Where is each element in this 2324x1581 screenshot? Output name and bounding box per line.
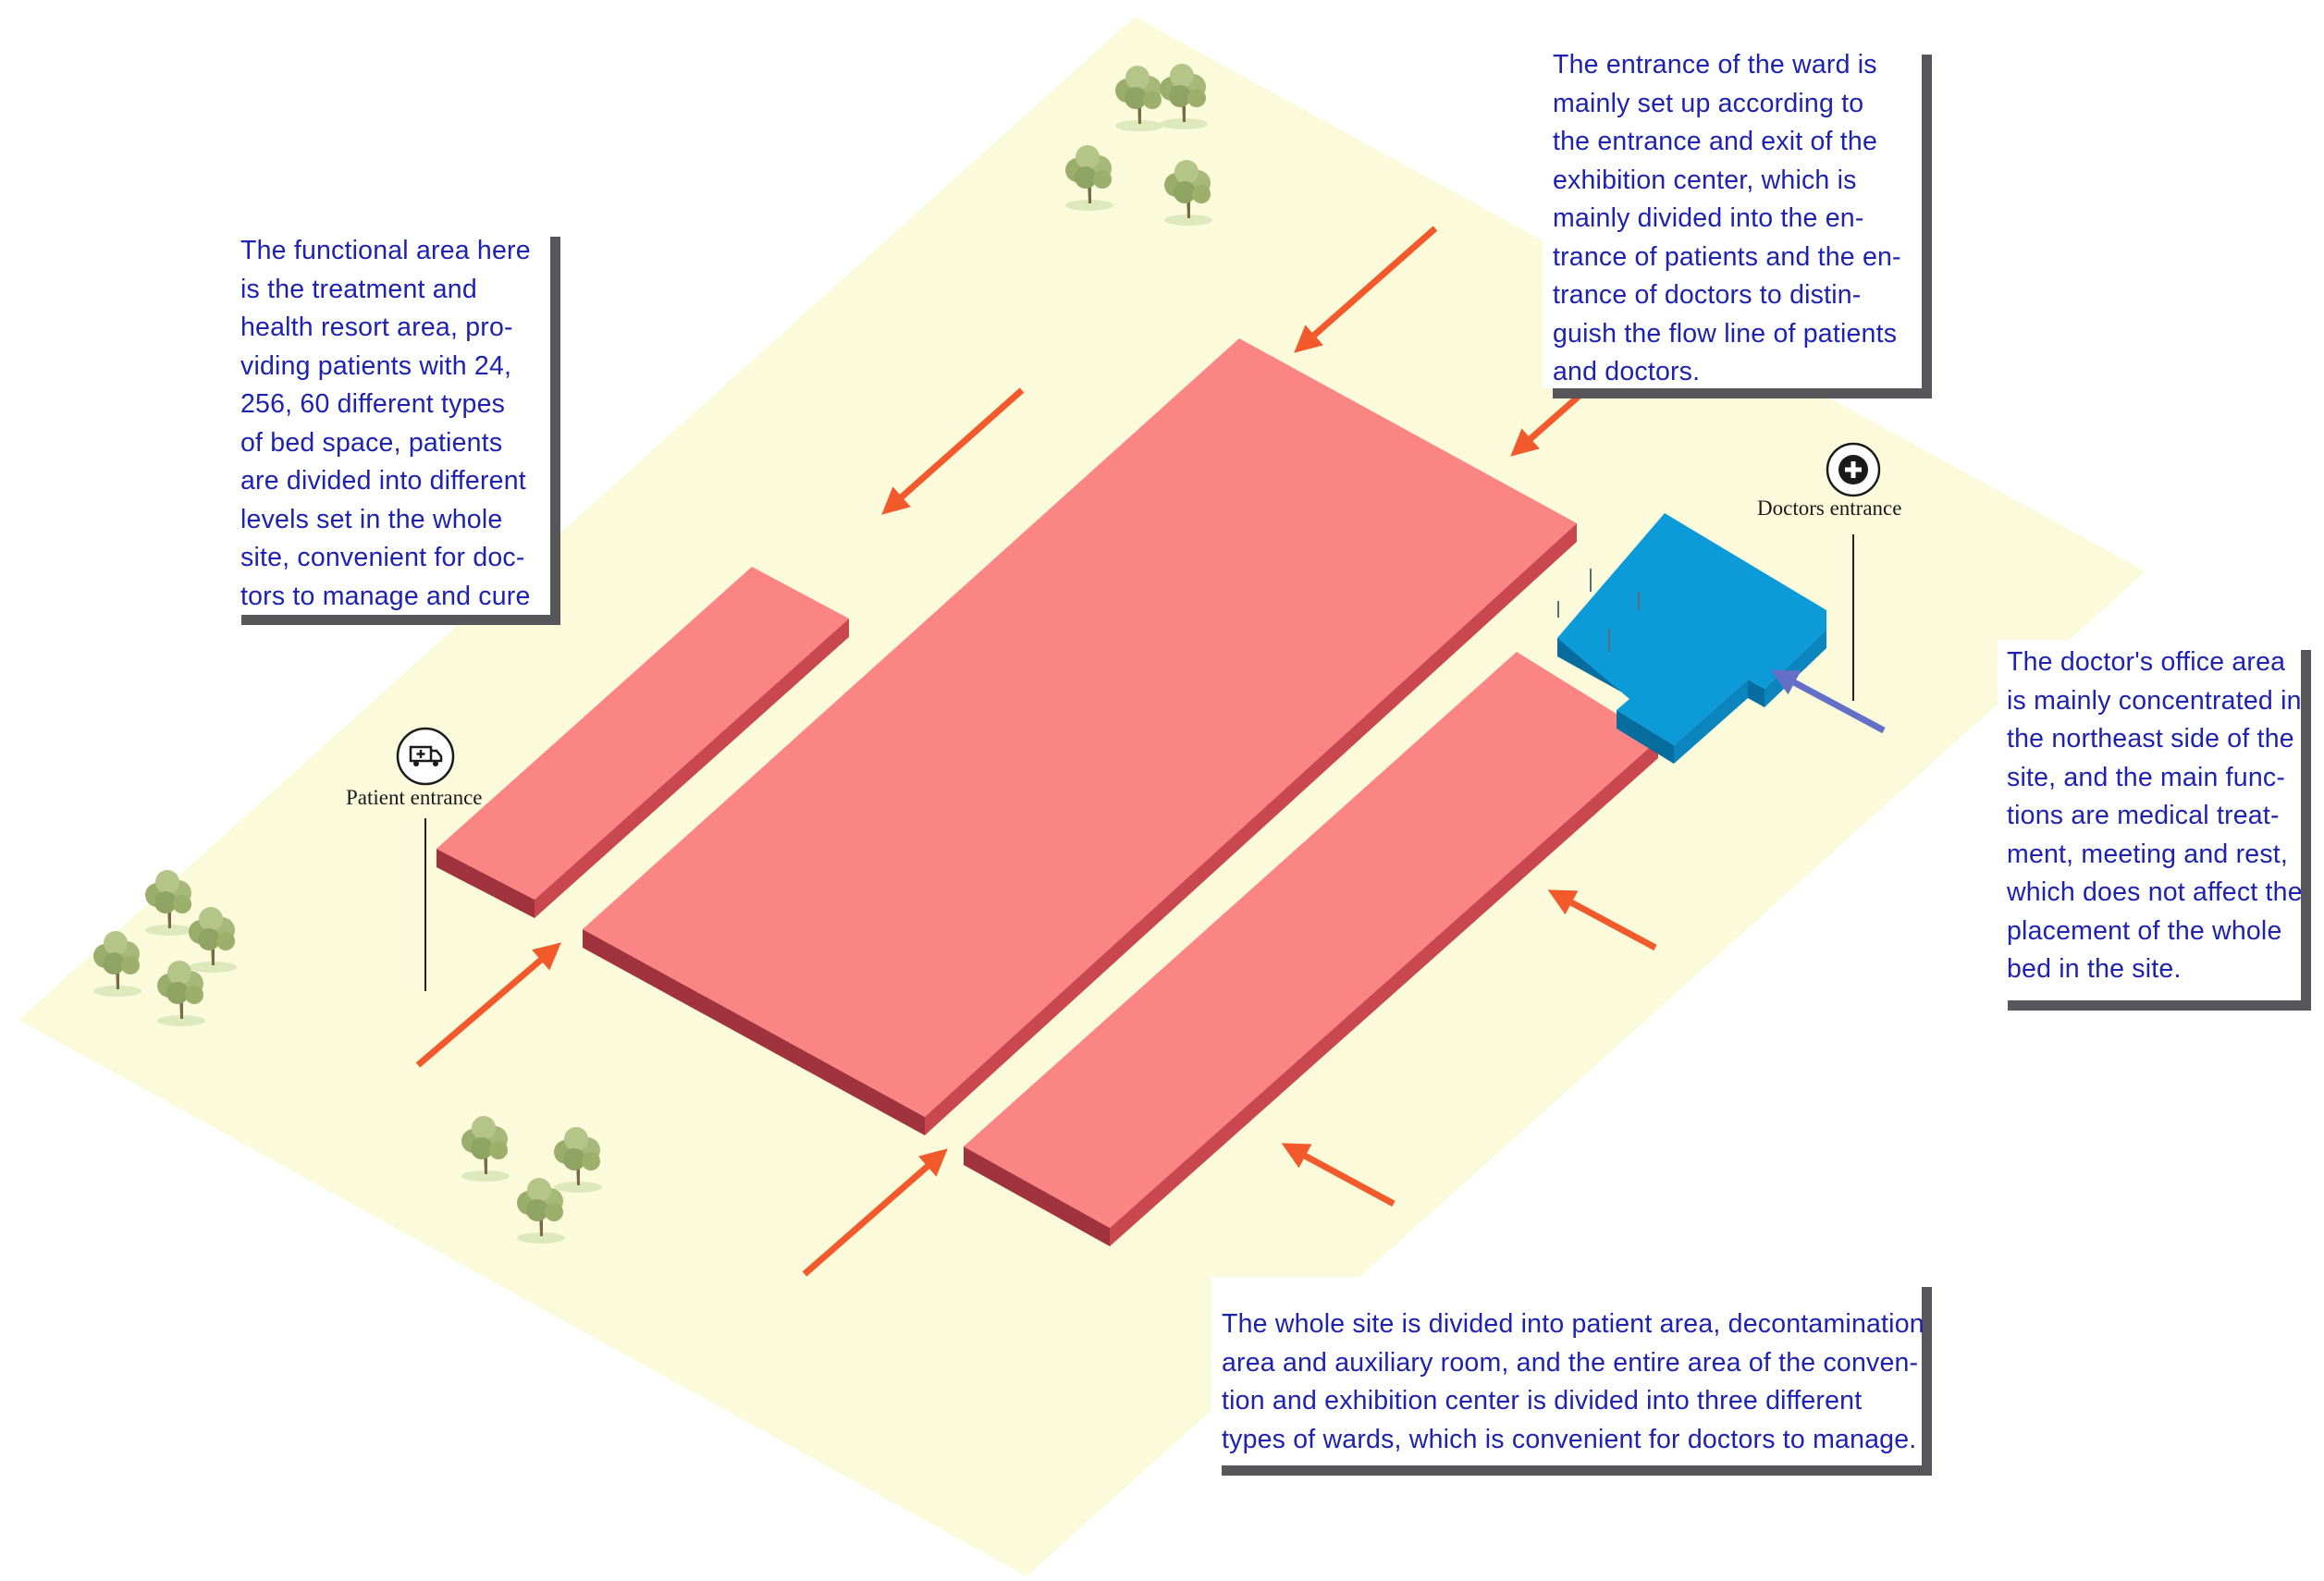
callout-line: The doctor's office area <box>2007 647 2286 677</box>
callout-line: ment, meeting and rest, <box>2007 839 2289 869</box>
callout-line: mainly set up according to <box>1553 88 1864 118</box>
arrow <box>1510 391 1584 457</box>
arrow <box>415 942 561 1068</box>
callout-line: levels set in the whole <box>240 504 503 534</box>
ambulance-icon <box>396 727 455 786</box>
ward-east <box>964 652 1658 1246</box>
callout-line: The entrance of the ward is <box>1553 50 1877 80</box>
callout-ward-entrance: The entrance of the ward is mainly set u… <box>1543 44 1922 388</box>
doctor-office-building <box>1557 513 1826 764</box>
callout-line: site, and the main func- <box>2007 762 2286 792</box>
callout-line: tions are medical treat- <box>2007 801 2280 830</box>
callout-line: 256, 60 different types <box>240 389 506 419</box>
callout-line: guish the flow line of patients <box>1553 318 1898 349</box>
callout-line: mainly divided into the en- <box>1553 203 1864 233</box>
callout-line: bed in the site. <box>2007 954 2182 984</box>
medical-cross-icon <box>1826 442 1881 497</box>
callout-line: The functional area here <box>240 236 531 265</box>
callout-doctor-office: The doctor's office area is mainly conce… <box>1998 640 2303 1000</box>
arrow <box>881 387 1025 515</box>
callout-line: exhibition center, which is <box>1553 165 1857 195</box>
callout-line: trance of doctors to distin- <box>1553 280 1862 310</box>
patient-flow-arrows <box>415 226 1657 1277</box>
ward-west <box>437 567 849 918</box>
arrow <box>1294 226 1438 353</box>
callout-functional-area: The functional area here is the treatmen… <box>231 227 550 615</box>
arrow <box>1547 889 1657 951</box>
callout-line: are divided into different <box>240 466 526 496</box>
callout-line: area and auxiliary room, and the entire … <box>1222 1347 1919 1378</box>
doctor-flow-arrow <box>1770 669 1886 734</box>
callout-line: types of wards, which is convenient for … <box>1222 1424 1917 1454</box>
callout-line: of bed space, patients <box>240 427 503 458</box>
callout-line: the northeast side of the <box>2007 724 2294 754</box>
callout-line: is mainly concentrated in <box>2007 685 2302 716</box>
callout-line: site, convenient for doc- <box>240 543 525 572</box>
doctors-entrance-label: Doctors entrance <box>1757 496 1902 520</box>
arrow <box>1281 1143 1396 1207</box>
callout-line: tion and exhibition center is divided in… <box>1222 1386 1863 1416</box>
callout-line: which does not affect the <box>2007 877 2303 907</box>
callout-line: viding patients with 24, <box>240 350 512 381</box>
patient-entrance-label: Patient entrance <box>346 786 483 809</box>
ward-central <box>583 338 1577 1135</box>
callout-line: trance of patients and the en- <box>1553 241 1901 272</box>
callout-whole-site: The whole site is divided into patient a… <box>1211 1277 1924 1465</box>
callout-line: placement of the whole <box>2007 915 2282 946</box>
callout-line: The whole site is divided into patient a… <box>1222 1309 1924 1339</box>
arrow <box>802 1148 948 1277</box>
callout-line: tors to manage and cure <box>240 581 531 611</box>
callout-line: and doctors. <box>1553 357 1701 386</box>
callout-line: health resort area, pro- <box>240 313 513 342</box>
callout-line: the entrance and exit of the <box>1553 127 1878 156</box>
callout-line: is the treatment and <box>240 274 477 304</box>
